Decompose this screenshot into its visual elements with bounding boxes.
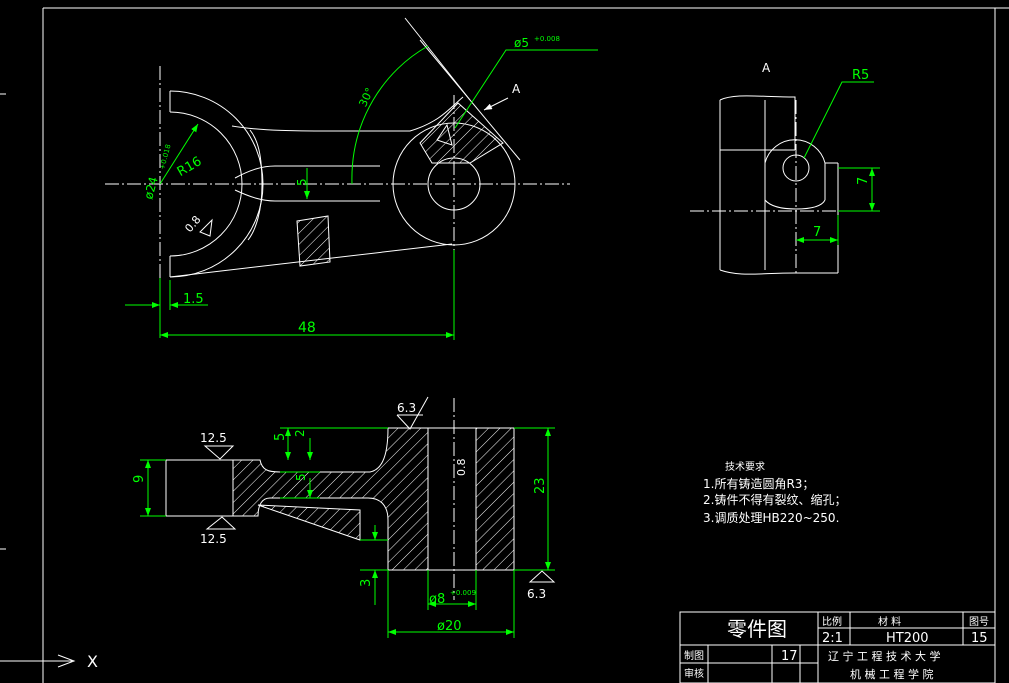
ucs-arrow-icon: X — [0, 652, 98, 671]
dim-r16: R16 — [175, 154, 205, 180]
school-name: 辽 宁 工 程 技 术 大 学 — [828, 649, 940, 663]
material-label: 材 料 — [878, 615, 901, 628]
technical-requirements: 技术要求 1.所有铸造圆角R3； 2.铸件不得有裂纹、缩孔； 3.调质处理HB2… — [703, 460, 846, 525]
label-view-a-arrow: A — [512, 82, 521, 96]
dim-23: 23 — [533, 477, 548, 494]
dim-diameter-5-tol: +0.008 — [534, 35, 560, 43]
tech-req-title: 技术要求 — [725, 460, 765, 473]
dim-diameter-5: ø5 — [514, 36, 529, 50]
dim-7-vertical: 7 — [856, 177, 871, 185]
view-a-title: A — [762, 61, 771, 75]
front-view: 6.3 12.5 12.5 6.3 0.8 5 2 5 9 — [132, 396, 556, 638]
rough-6-3-right: 6.3 — [527, 587, 546, 601]
tech-req-item-2: 2.铸件不得有裂纹、缩孔； — [703, 492, 846, 507]
dim-7-horizontal: 7 — [813, 225, 821, 240]
rough-6-3-top: 6.3 — [397, 401, 416, 415]
part-name: 零件图 — [727, 617, 787, 641]
dim-48: 48 — [298, 320, 316, 336]
material-value: HT200 — [886, 631, 929, 646]
dim-3: 3 — [359, 579, 374, 587]
dim-9: 9 — [132, 475, 147, 483]
dim-diameter-20: ø20 — [437, 619, 462, 634]
dim-diameter-24-tol: +0.018 — [158, 143, 172, 170]
drawing-frame — [0, 7, 1009, 683]
tech-req-item-3: 3.调质处理HB220~250. — [703, 511, 839, 525]
dim-5-upper: 5 — [273, 433, 288, 441]
dim-diameter-8: ø8 — [429, 592, 445, 607]
view-a: A R5 7 7 — [690, 61, 880, 275]
scale-label: 比例 — [822, 615, 842, 628]
dim-5-lower: 5 — [294, 473, 308, 481]
college-name: 机 械 工 程 学 院 — [850, 667, 933, 681]
tech-req-item-1: 1.所有铸造圆角R3； — [703, 476, 814, 491]
dim-diameter-24: ø24 — [141, 175, 160, 200]
rough-12-5-top: 12.5 — [200, 431, 227, 445]
dim-2: 2 — [293, 429, 307, 437]
rough-12-5-bottom: 12.5 — [200, 532, 227, 546]
axis-label: X — [87, 652, 98, 671]
drawing-no-label: 图号 — [969, 616, 989, 628]
dim-5-top: 5 — [295, 178, 309, 186]
title-block: 零件图 比例 材 料 图号 2:1 HT200 15 制图 审核 17 辽 宁 … — [679, 611, 996, 683]
dim-1-5: 1.5 — [183, 292, 204, 307]
drawn-label: 制图 — [684, 649, 704, 662]
rough-0-8-hole: 0.8 — [455, 459, 468, 477]
drawing-no-value: 15 — [971, 631, 988, 646]
dim-diameter-8-tol: +0.009 — [450, 589, 476, 597]
scale-value: 2:1 — [822, 631, 843, 646]
top-view: 30° ø5 +0.008 A R16 ø24 +0.018 0.8 5 1.5… — [105, 17, 598, 340]
checked-label: 审核 — [684, 667, 704, 680]
dim-angle: 30° — [356, 86, 376, 109]
student-number: 17 — [781, 649, 798, 664]
dim-r5: R5 — [852, 68, 869, 83]
